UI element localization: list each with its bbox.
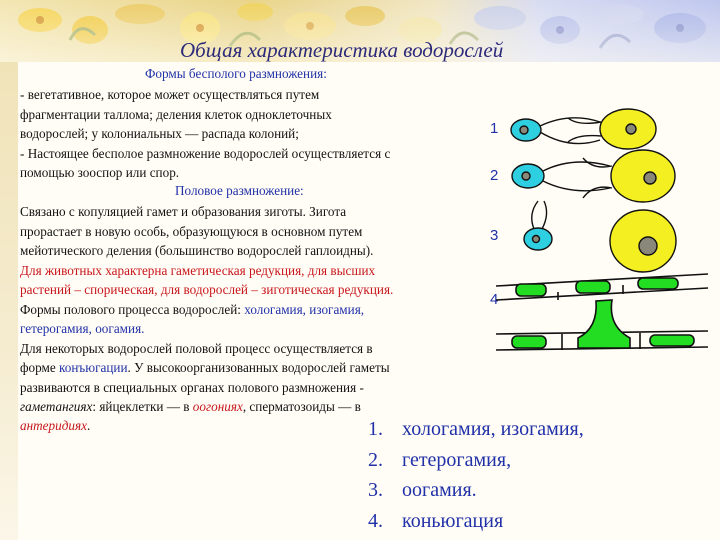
figure-label-1: 1 [490, 120, 498, 137]
conjugation-filaments [495, 273, 709, 351]
legend-number: 2. [368, 448, 383, 471]
sexual-process-figure: 1 2 3 4 [478, 96, 720, 386]
conj-suffix: . У высокоорганизованных водорослей гаме… [127, 360, 390, 375]
conjugation-term: конъюгации [59, 360, 128, 375]
legend-number: 3. [368, 479, 383, 501]
figure-label-3: 3 [490, 227, 498, 244]
legend-text: оогамия. [402, 479, 477, 501]
sexual-process-legend: 1. хологамия, изогамия, 2. гетерогамия, 3.… [368, 414, 584, 536]
legend-item: 3. оогамия. [368, 475, 584, 506]
legend-text: коньюгация [402, 509, 504, 532]
isogamy-cells [510, 108, 657, 150]
forms-list: гетерогамия, оогамия. [20, 321, 145, 336]
text-line: Для некоторых водорослей половой процесс… [20, 341, 373, 356]
text-line: водорослей; у колониальных — распада кол… [20, 126, 299, 141]
gametangia-line: гаметангиях: яйцеклетки — в оогониях, сп… [20, 397, 361, 417]
oogamy-cells [523, 200, 677, 273]
flower-banner [0, 0, 720, 62]
conj-prefix: форме [20, 360, 60, 375]
figure-label-2: 2 [490, 167, 498, 184]
antheridia-line: антеридиях. [20, 416, 90, 436]
flower-banner-image [0, 0, 720, 62]
figure-label-4: 4 [490, 291, 498, 308]
gametangia-term: гаметангиях [20, 399, 93, 414]
legend-item: 4. коньюгация [368, 506, 584, 537]
sexual-process-diagram: 1 2 3 4 [490, 108, 709, 351]
text-line: Связано с копуляцией гамет и образования… [20, 204, 347, 219]
slide-title: Общая характеристика водорослей [180, 38, 504, 62]
legend-number: 1. [368, 418, 383, 440]
forms-list: хологамия, изогамия, [244, 302, 365, 317]
text-line: развиваются в специальных органах полово… [20, 380, 364, 395]
asexual-heading: Формы бесполого размножения: [145, 66, 327, 81]
sperm-text: , сперматозоиды — в [242, 399, 361, 414]
text-line: помощью зооспор или спор. [20, 165, 180, 180]
decorative-left-strip [0, 62, 18, 540]
sexual-heading: Половое размножение: [175, 183, 304, 198]
legend-number: 4. [368, 509, 383, 532]
anth-suffix: . [86, 418, 91, 433]
text-line: - Настоящее бесполое размножение водорос… [20, 146, 391, 161]
forms-prefix: Формы полового процесса водорослей: [20, 302, 245, 317]
heterogamy-cells [511, 149, 676, 203]
reduction-text: растений – спорическая, для водорослей –… [20, 282, 394, 297]
antheridia-term: антеридиях [20, 418, 87, 433]
text-line: - вегетативное, которое может осуществля… [20, 87, 320, 102]
conjugation-line: форме конъюгации. У высокоорганизованных… [20, 358, 390, 378]
forms-line: Формы полового процесса водорослей: холо… [20, 300, 364, 320]
egg-text: : яйцеклетки — в [92, 399, 193, 414]
legend-text: хологамия, изогамия, [402, 418, 584, 440]
text-line: фрагментации таллома; деления клеток одн… [20, 107, 332, 122]
legend-item: 2. гетерогамия, [368, 445, 584, 476]
text-line: прорастает в новую особь, образующуюся в… [20, 224, 363, 239]
oogonia-term: оогониях [192, 399, 243, 414]
legend-item: 1. хологамия, изогамия, [368, 414, 584, 445]
legend-text: гетерогамия, [402, 448, 512, 471]
reduction-text: Для животных характерна гаметическая ред… [20, 263, 376, 278]
text-line: мейотического деления (большинство водор… [20, 243, 374, 258]
